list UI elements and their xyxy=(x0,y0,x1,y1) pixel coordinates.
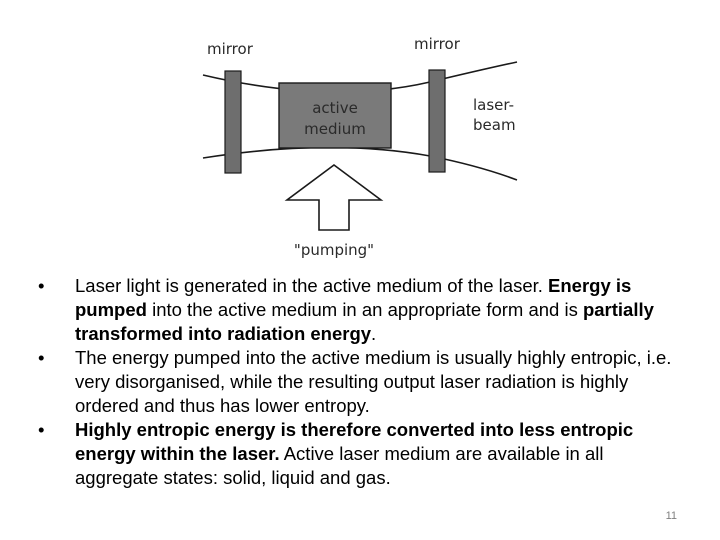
active-medium-box xyxy=(278,82,392,149)
bullet-3-text: Active laser medium are available in all… xyxy=(75,443,604,488)
bullet-1-bold-b: partially transformed into radiation ene… xyxy=(75,299,654,344)
bullet-1-text-b: into the active medium in an appropriate… xyxy=(146,299,583,320)
pumping-arrow xyxy=(284,164,384,231)
medium-label-line2: medium xyxy=(304,120,366,138)
bullet-1-text-a: Laser light is generated in the active m… xyxy=(75,275,549,296)
bullet-item-1: • Laser light is generated in the active… xyxy=(38,274,678,346)
beam-label-line2: beam xyxy=(473,116,516,134)
beam-upper-edge xyxy=(202,61,518,93)
bullet-3-bold: Highly entropic energy is therefore conv… xyxy=(75,419,634,464)
left-mirror xyxy=(224,70,242,174)
beam-label-line1: laser- xyxy=(473,96,514,114)
bullet-item-2: • The energy pumped into the active medi… xyxy=(38,346,678,418)
laser-diagram: mirror mirror active medium laser- beam … xyxy=(202,35,518,259)
bullet-1-bold-a: Energy is pumped xyxy=(75,275,632,320)
bullet-marker: • xyxy=(38,347,45,368)
page-number: 11 xyxy=(665,510,677,522)
bullet-item-3: • Highly entropic energy is therefore co… xyxy=(38,418,678,490)
right-mirror xyxy=(428,69,446,173)
pumping-label: "pumping" xyxy=(294,241,374,259)
bullet-2-text: The energy pumped into the active medium… xyxy=(75,347,672,416)
beam-lower-edge xyxy=(202,146,518,181)
bullet-list: • Laser light is generated in the active… xyxy=(38,274,678,490)
bullet-1-text-c: . xyxy=(371,323,377,344)
mirror-left-label: mirror xyxy=(207,40,254,58)
bullet-marker: • xyxy=(38,419,45,440)
mirror-right-label: mirror xyxy=(414,35,461,53)
bullet-marker: • xyxy=(38,275,45,296)
medium-label-line1: active xyxy=(312,99,358,117)
